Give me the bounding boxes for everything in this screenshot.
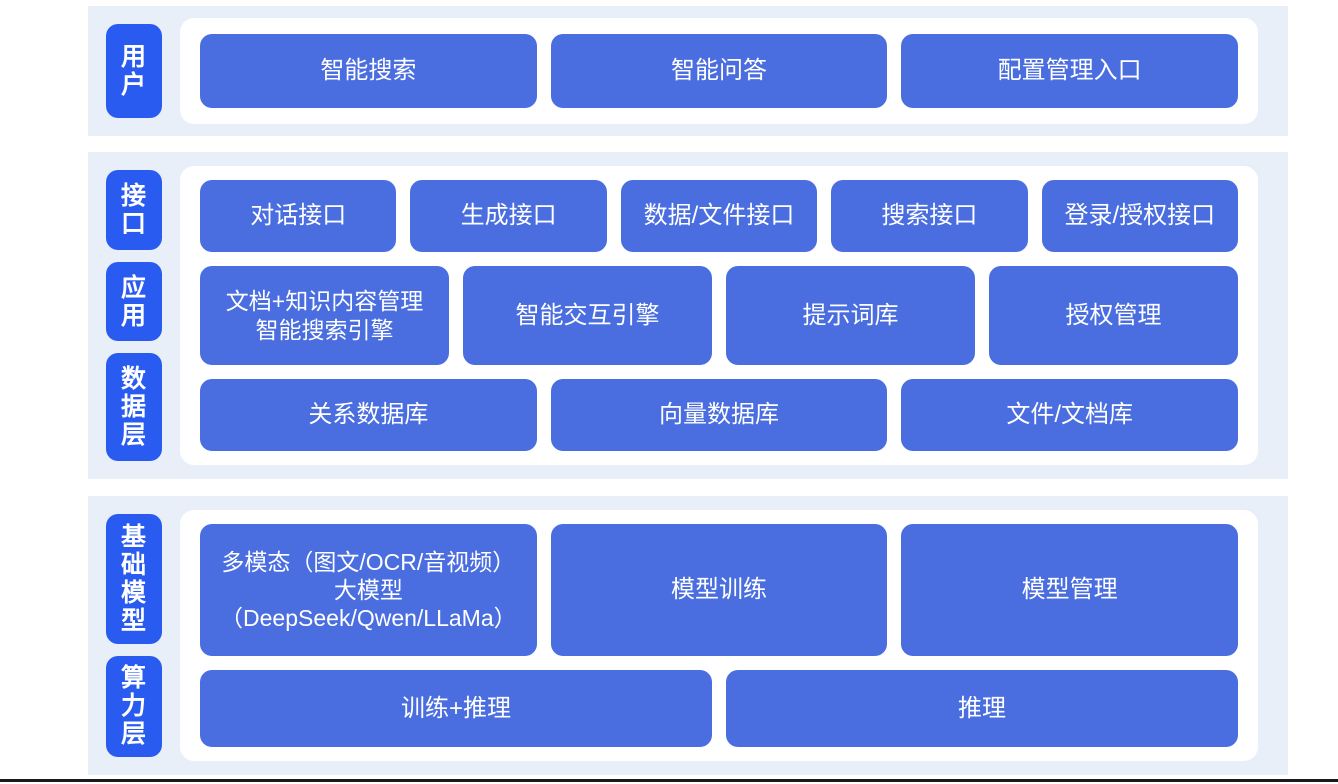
layer-tag-compute[interactable]: 算力层 [106,655,162,757]
section-user: 用户 智能搜索 智能问答 配置管理入口 [88,6,1288,136]
box-smart-qa[interactable]: 智能问答 [550,34,888,108]
box-smart-search[interactable]: 智能搜索 [200,34,537,108]
section-user-tag-column: 用户 [88,6,180,136]
layer-tag-user[interactable]: 用户 [106,24,162,118]
box-search-api[interactable]: 搜索接口 [831,180,1028,253]
layer-tag-interface[interactable]: 接口 [106,170,162,250]
layer-tag-interface-label: 接口 [120,181,147,238]
box-multimodal-large-model-line2: 大模型（DeepSeek/Qwen/LLaMa） [220,576,517,631]
user-row-1: 智能搜索 智能问答 配置管理入口 [200,34,1239,108]
compute-row: 训练+推理 推理 [200,669,1238,747]
layer-tag-user-label: 用户 [120,43,147,99]
layer-tag-data-label: 数据层 [120,365,147,450]
layer-tag-data[interactable]: 数据层 [106,353,162,462]
data-row: 关系数据库 向量数据库 文件/文档库 [200,378,1239,452]
section-infrastructure-panel: 多模态（图文/OCR/音视频） 大模型（DeepSeek/Qwen/LLaMa）… [180,510,1258,761]
box-doc-knowledge-management[interactable]: 文档+知识内容管理 智能搜索引擎 [200,266,449,365]
section-infrastructure: 基础模型 算力层 多模态（图文/OCR/音视频） 大模型（DeepSeek/Qw… [88,496,1288,775]
interface-row: 对话接口 生成接口 数据/文件接口 搜索接口 登录/授权接口 [200,180,1239,253]
layer-tag-compute-label: 算力层 [120,664,147,749]
box-config-management-entry[interactable]: 配置管理入口 [901,34,1239,108]
box-smart-interaction-engine[interactable]: 智能交互引擎 [463,266,712,365]
section-platform-tag-column: 接口 应用 数据层 [88,152,180,479]
bottom-rule [0,779,1338,782]
box-vector-database[interactable]: 向量数据库 [550,378,888,452]
box-data-file-api[interactable]: 数据/文件接口 [620,180,818,253]
box-dialog-api[interactable]: 对话接口 [200,180,397,253]
box-authorization-management[interactable]: 授权管理 [989,266,1238,365]
box-generation-api[interactable]: 生成接口 [410,180,607,253]
layer-tag-application-label: 应用 [120,273,147,330]
box-inference[interactable]: 推理 [726,669,1238,747]
layer-tag-foundation-model-label: 基础模型 [120,522,147,635]
box-multimodal-large-model[interactable]: 多模态（图文/OCR/音视频） 大模型（DeepSeek/Qwen/LLaMa） [200,524,537,656]
application-row: 文档+知识内容管理 智能搜索引擎 智能交互引擎 提示词库 授权管理 [200,266,1238,365]
box-model-training[interactable]: 模型训练 [550,524,888,656]
box-login-auth-api[interactable]: 登录/授权接口 [1041,180,1239,253]
foundation-model-row: 多模态（图文/OCR/音视频） 大模型（DeepSeek/Qwen/LLaMa）… [200,524,1239,656]
layer-tag-application[interactable]: 应用 [106,261,162,342]
section-user-panel: 智能搜索 智能问答 配置管理入口 [180,18,1258,124]
layer-tag-foundation-model[interactable]: 基础模型 [106,514,162,644]
box-training-inference[interactable]: 训练+推理 [200,669,712,747]
section-platform-panel: 对话接口 生成接口 数据/文件接口 搜索接口 登录/授权接口 文档+知识内容管理… [180,166,1258,465]
box-doc-knowledge-management-line1: 文档+知识内容管理 [225,288,424,315]
box-model-management[interactable]: 模型管理 [901,524,1239,656]
box-file-document-store[interactable]: 文件/文档库 [901,378,1239,452]
section-infrastructure-tag-column: 基础模型 算力层 [88,496,180,775]
section-platform: 接口 应用 数据层 对话接口 生成接口 数据/文件接口 搜索接口 登录/授权接口 [88,152,1288,479]
box-prompt-library[interactable]: 提示词库 [726,266,975,365]
box-doc-knowledge-management-line2: 智能搜索引擎 [255,316,394,343]
box-multimodal-large-model-line1: 多模态（图文/OCR/音视频） [221,548,516,575]
box-relational-database[interactable]: 关系数据库 [200,378,537,452]
